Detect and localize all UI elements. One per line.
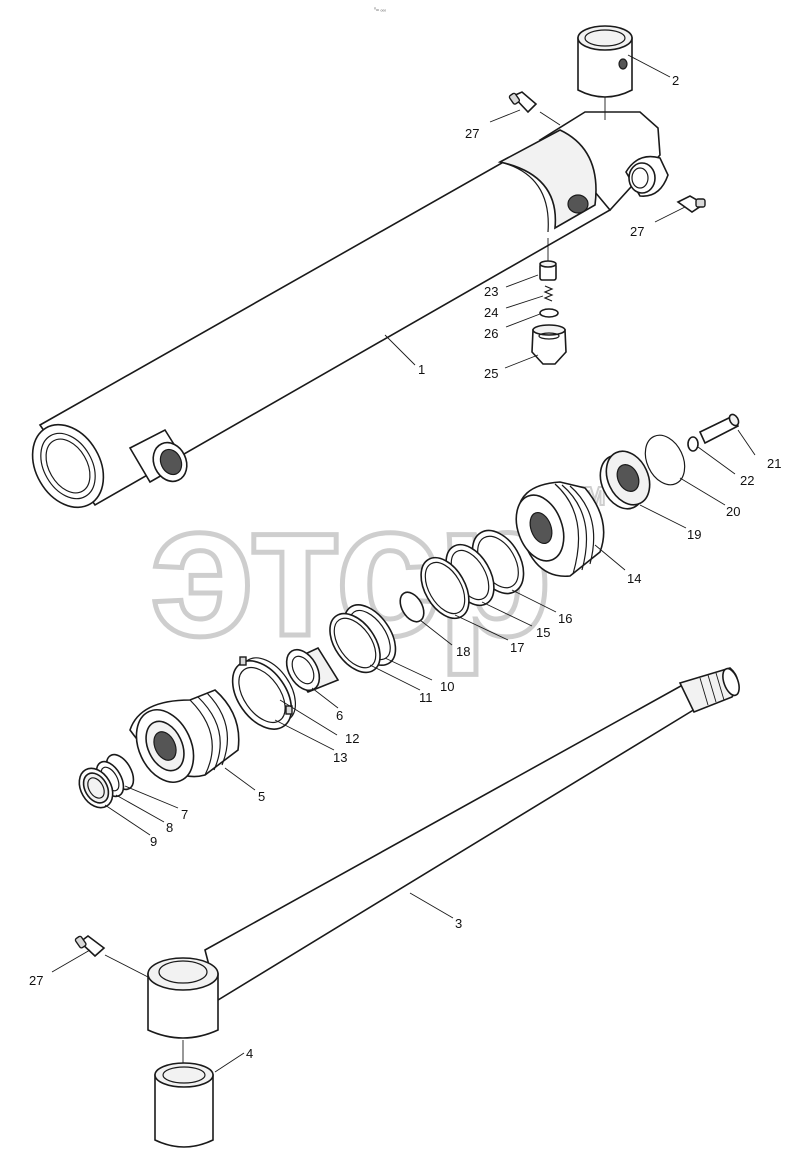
callout-9: 9 <box>150 834 157 849</box>
callout-12: 12 <box>345 731 359 746</box>
part-17-ring[interactable] <box>411 549 479 626</box>
part-27-grease-fitting-right[interactable] <box>676 195 706 213</box>
callout-27-right: 27 <box>630 224 644 239</box>
part-19-nut[interactable] <box>592 444 658 516</box>
part-21-pin[interactable] <box>698 413 740 445</box>
callout-6: 6 <box>336 708 343 723</box>
part-1-cylinder-barrel[interactable] <box>18 85 669 520</box>
callout-labels: 2 27 27 23 24 26 25 1 21 22 20 19 14 16 … <box>29 73 781 1061</box>
part-14-piston[interactable] <box>508 481 605 577</box>
callout-18: 18 <box>456 644 470 659</box>
part-4-bushing[interactable] <box>154 1062 214 1148</box>
part-5-gland[interactable] <box>125 689 240 791</box>
part-24-spring[interactable] <box>543 285 554 302</box>
callout-19: 19 <box>687 527 701 542</box>
callout-27-bottom: 27 <box>29 973 43 988</box>
callout-21: 21 <box>767 456 781 471</box>
callout-26: 26 <box>484 326 498 341</box>
callout-15: 15 <box>536 625 550 640</box>
callout-24: 24 <box>484 305 498 320</box>
callout-2: 2 <box>672 73 679 88</box>
callout-22: 22 <box>740 473 754 488</box>
callout-16: 16 <box>558 611 572 626</box>
callout-20: 20 <box>726 504 740 519</box>
part-27-grease-fitting-bottom[interactable] <box>74 935 106 958</box>
callout-17: 17 <box>510 640 524 655</box>
part-27-grease-fitting-top[interactable] <box>508 91 538 114</box>
callout-3: 3 <box>455 916 462 931</box>
callout-8: 8 <box>166 820 173 835</box>
part-26-o-ring[interactable] <box>539 308 559 318</box>
part-25-plug[interactable] <box>531 324 567 365</box>
part-20-snap-ring[interactable] <box>638 429 693 491</box>
callout-10: 10 <box>440 679 454 694</box>
leader-lines <box>51 54 756 1073</box>
callout-4: 4 <box>246 1046 253 1061</box>
part-2-bushing[interactable] <box>577 25 633 98</box>
callout-7: 7 <box>181 807 188 822</box>
part-9-wiper-seal[interactable] <box>73 762 120 813</box>
part-3-piston-rod[interactable] <box>147 666 742 1070</box>
callout-27-top: 27 <box>465 126 479 141</box>
callout-1: 1 <box>418 362 425 377</box>
callout-5: 5 <box>258 789 265 804</box>
part-23-valve[interactable] <box>539 260 557 281</box>
callout-23: 23 <box>484 284 498 299</box>
callout-13: 13 <box>333 750 347 765</box>
callout-14: 14 <box>627 571 641 586</box>
part-13-retaining-ring[interactable] <box>221 650 304 740</box>
part-18-o-ring[interactable] <box>395 588 428 626</box>
corner-mark: ⁰ₘ ₒₒₒ <box>374 7 386 13</box>
part-22-o-ring[interactable] <box>687 436 699 452</box>
callout-25: 25 <box>484 366 498 381</box>
callout-11: 11 <box>419 690 433 705</box>
